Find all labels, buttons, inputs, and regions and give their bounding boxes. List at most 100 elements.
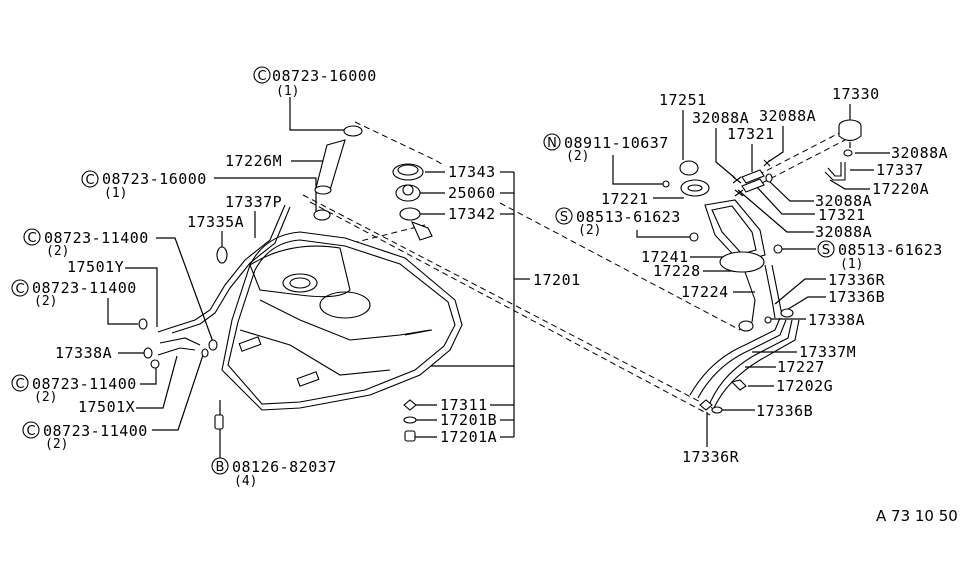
callout-08723-16000-mid[interactable]: C 08723-16000 (1): [81, 170, 317, 212]
float-arm-icon: [410, 221, 433, 241]
callout-17501Y[interactable]: 17501Y: [67, 258, 158, 327]
pump-line: [764, 264, 776, 319]
pump-seal-17228-icon: [719, 251, 765, 273]
leader-line: [152, 354, 204, 431]
leader-line: [767, 179, 814, 202]
callout-08126-82037[interactable]: B 08126-82037 (4): [211, 400, 337, 489]
callout-08513-61623-b[interactable]: S 08513-61623 (1): [782, 240, 943, 272]
callout-17336B-top[interactable]: 17336B: [784, 288, 885, 312]
callout-17221[interactable]: 17221: [601, 190, 684, 208]
callout-32088A-1[interactable]: 32088A: [692, 109, 749, 179]
tank-upper-dome: [249, 245, 351, 298]
part-number: 08723-11400: [32, 375, 137, 393]
filler-clamp: [313, 209, 331, 221]
part-number: 17501X: [78, 398, 135, 416]
part-number: 32088A: [891, 144, 948, 162]
callout-17330[interactable]: 17330: [832, 85, 880, 122]
callout-17342[interactable]: 17342: [418, 205, 514, 223]
clamp-17338A-icon: [143, 347, 153, 359]
callout-17343[interactable]: 17343: [425, 163, 514, 181]
callout-17226M[interactable]: 17226M: [225, 152, 325, 170]
fuel-tank: [221, 231, 463, 411]
quantity: (1): [104, 186, 127, 201]
part-number: 17311: [440, 396, 488, 414]
c-prefix-icon: [81, 170, 99, 188]
flange-17221-icon: [680, 179, 710, 197]
callout-17201B[interactable]: 17201B: [414, 411, 514, 429]
gauge-cap-center: [402, 184, 414, 196]
tank-inner-edge: [227, 239, 456, 405]
part-number: 17201B: [440, 411, 497, 429]
lock-ring-icon: [392, 163, 424, 181]
callout-32088A-3[interactable]: 32088A: [855, 144, 948, 162]
c-prefix-icon: [253, 66, 271, 84]
part-number: 17335A: [187, 213, 244, 231]
callout-08723-11400-c[interactable]: C 08723-11400 (2): [11, 366, 157, 405]
part-number: 08723-11400: [32, 279, 137, 297]
prefix: C: [27, 231, 36, 246]
clamp-32088A-icon: [843, 149, 853, 157]
clip-17336R-icon: [699, 399, 713, 411]
tank-stamp: [238, 336, 262, 352]
callout-17337P[interactable]: 17337P: [225, 193, 282, 238]
part-number: 08723-11400: [44, 229, 149, 247]
callout-17251[interactable]: 17251: [659, 91, 707, 160]
callout-17338A-right[interactable]: 17338A: [770, 311, 865, 329]
prefix: N: [547, 136, 557, 151]
part-number: 25060: [448, 184, 496, 202]
vent-components: [732, 119, 862, 197]
callout-17311[interactable]: 17311: [414, 396, 514, 414]
callout-17201A[interactable]: 17201A: [414, 428, 514, 446]
clip-17335A-icon: [216, 246, 228, 264]
callout-25060[interactable]: 25060: [420, 184, 514, 202]
callout-17224[interactable]: 17224: [681, 283, 755, 301]
line-17227-edge: [713, 319, 800, 409]
callout-17335A[interactable]: 17335A: [187, 213, 244, 250]
callout-17202G[interactable]: 17202G: [748, 377, 833, 395]
callout-32088A-2[interactable]: 32088A: [759, 107, 816, 163]
s-prefix-icon: [817, 240, 835, 258]
clamp-icon: [150, 359, 160, 369]
part-number: 17338A: [55, 344, 112, 362]
leader-line: [636, 230, 693, 238]
part-number: 08723-16000: [272, 67, 377, 85]
callout-17321-mid[interactable]: 17321: [754, 184, 866, 224]
dash-line: [302, 194, 713, 409]
callout-08723-11400-b[interactable]: C 08723-11400 (2): [11, 279, 138, 325]
quantity: (2): [566, 149, 589, 164]
prefix: C: [15, 282, 24, 297]
part-number: 17228: [653, 262, 701, 280]
clamp-icon: [201, 348, 209, 358]
callout-17321-top[interactable]: 17321: [727, 125, 775, 172]
callout-08723-11400-a[interactable]: C 08723-11400 (2): [23, 228, 214, 343]
part-number: 17202G: [776, 377, 833, 395]
part-number: 17337: [876, 161, 924, 179]
part-number: 17224: [681, 283, 729, 301]
callout-32088A-5[interactable]: 32088A: [737, 189, 872, 241]
callout-17336B-bot[interactable]: 17336B: [720, 402, 813, 420]
callout-08513-61623-a[interactable]: S 08513-61623 (2): [555, 207, 693, 238]
line-17337M: [689, 317, 781, 396]
callout-08723-11400-d[interactable]: C 08723-11400 (2): [22, 354, 204, 452]
callout-17201[interactable]: 17201: [514, 271, 581, 289]
callout-17336R-top[interactable]: 17336R: [774, 271, 886, 305]
part-number: 17337P: [225, 193, 282, 211]
callout-17220A[interactable]: 17220A: [829, 179, 929, 198]
part-number: 17321: [727, 125, 775, 143]
callout-08723-16000-top[interactable]: C 08723-16000 (1): [253, 66, 377, 131]
callout-17501X[interactable]: 17501X: [78, 355, 178, 416]
leader-line: [107, 298, 138, 325]
callout-17337[interactable]: 17337: [850, 161, 924, 179]
callout-32088A-4[interactable]: 32088A: [767, 179, 872, 210]
callout-17338A-left[interactable]: 17338A: [55, 344, 145, 362]
clamp-icon: [734, 189, 744, 197]
part-number: 32088A: [815, 223, 872, 241]
callout-08911-10637[interactable]: N 08911-10637 (2): [543, 133, 669, 185]
callout-17336R-bot[interactable]: 17336R: [682, 412, 740, 466]
part-number: 17336R: [828, 271, 886, 289]
fuel-lines: [689, 317, 800, 414]
reference-code: A 73 10 50: [876, 507, 958, 525]
leader-line: [125, 267, 158, 327]
callout-17227[interactable]: 17227: [745, 358, 825, 376]
leader-line: [784, 296, 826, 312]
